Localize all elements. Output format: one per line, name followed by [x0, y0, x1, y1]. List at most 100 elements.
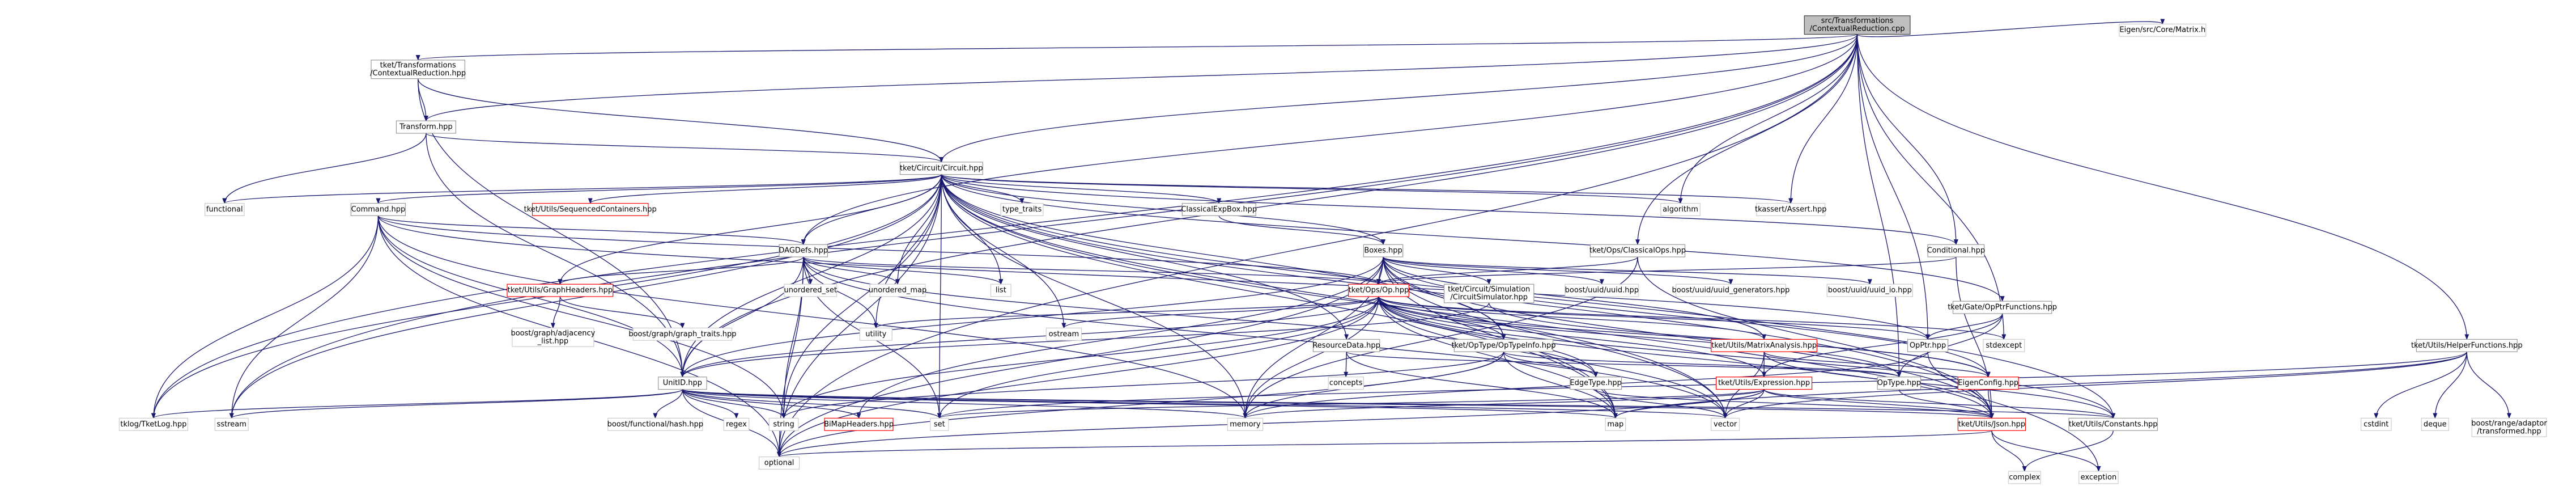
edge-boxes-to-unitid — [680, 257, 1384, 378]
edge-root-to-optype — [1856, 34, 1902, 378]
edge-optypeinfo-to-memory — [1243, 352, 1504, 419]
node-seqcont[interactable]: tket/Utils/SequencedContainers.hpp — [524, 202, 657, 216]
node-optypeinfo[interactable]: tket/OpType/OpTypeInfo.hpp — [1452, 339, 1556, 352]
edge-boxes-to-optional — [777, 257, 1384, 458]
edge-boxes-to-bitmap — [856, 257, 1384, 419]
node-label: tket/OpType/OpTypeInfo.hpp — [1452, 341, 1556, 350]
node-circuit-hpp[interactable]: tket/Circuit/Circuit.hpp — [899, 162, 983, 175]
node-unordered-set: unordered_set — [784, 284, 838, 297]
node-graph-traits: boost/graph/graph_traits.hpp — [628, 327, 736, 341]
node-dagdefs[interactable]: DAGDefs.hpp — [779, 244, 828, 257]
edge-command_hpp-to-opptr — [377, 215, 1930, 340]
edge-op_hpp-to-json — [1378, 296, 1994, 419]
node-label: exception — [2081, 473, 2117, 481]
edge-layer — [151, 19, 2511, 472]
edge-unitid-to-memory — [682, 388, 1248, 419]
node-box — [930, 417, 949, 431]
node-ctxred-hpp[interactable]: tket/Transformations/ContextualReduction… — [370, 60, 466, 79]
edge-root-to-conditional — [1856, 34, 1958, 246]
node-box — [784, 284, 838, 297]
node-label: tket/Utils/MatrixAnalysis.hpp — [1711, 341, 1817, 350]
edge-unitid-to-tklog — [151, 388, 683, 419]
node-matrixanalysis[interactable]: tket/Utils/MatrixAnalysis.hpp — [1711, 339, 1818, 352]
node-label: /ContextualReduction.cpp — [1810, 25, 1905, 33]
node-functionalhash: boost/functional/hash.hpp — [607, 417, 703, 431]
node-opptrfunc[interactable]: tket/Gate/OpPtrFunctions.hpp — [1948, 301, 2057, 314]
node-bitmap[interactable]: BiMapHeaders.hpp — [824, 417, 894, 431]
edge-root-to-transform_hpp — [424, 34, 1858, 122]
node-utility: utility — [859, 327, 892, 341]
node-eigenconfig[interactable]: EigenConfig.hpp — [1957, 377, 2019, 390]
edge-json-to-complex — [1991, 430, 2027, 472]
node-map: map — [1605, 417, 1626, 431]
node-graphheaders[interactable]: tket/Utils/GraphHeaders.hpp — [507, 284, 614, 297]
edge-edgetype-to-vector — [1595, 389, 1728, 419]
node-box — [1348, 284, 1409, 297]
node-classicalops[interactable]: tket/Ops/ClassicalOps.hpp — [1589, 244, 1686, 257]
node-edgetype[interactable]: EdgeType.hpp — [1570, 377, 1622, 390]
node-box — [205, 202, 245, 216]
node-label: DAGDefs.hpp — [779, 247, 828, 255]
node-boxes[interactable]: Boxes.hpp — [1363, 244, 1404, 257]
edge-circuit_hpp-to-functional — [222, 174, 942, 204]
edge-op_hpp-to-opptr — [1378, 296, 1930, 340]
node-resourcedata[interactable]: ResourceData.hpp — [1312, 339, 1380, 352]
node-label: ostream — [1049, 330, 1079, 339]
node-box — [723, 417, 750, 431]
node-box — [1675, 284, 1786, 297]
node-label: tket/Circuit/Circuit.hpp — [900, 164, 983, 172]
node-json[interactable]: tket/Utils/Json.hpp — [1957, 417, 2026, 431]
node-transform-hpp[interactable]: Transform.hpp — [396, 120, 456, 134]
edge-op_hpp-to-stdexcept — [1378, 296, 2007, 340]
node-label: /CircuitSimulator.hpp — [1450, 293, 1528, 302]
node-root[interactable]: src/Transformations/ContextualReduction.… — [1804, 15, 1911, 35]
node-label: EigenConfig.hpp — [1958, 379, 2018, 387]
edge-circuit_hpp-to-vector — [941, 174, 1728, 419]
node-unitid[interactable]: UnitID.hpp — [658, 377, 707, 390]
node-label: utility — [865, 330, 886, 339]
node-label: set — [934, 420, 945, 429]
node-conditional[interactable]: Conditional.hpp — [1927, 244, 1986, 257]
node-label: boost/uuid/uuid.hpp — [1565, 286, 1639, 295]
node-box — [2119, 23, 2207, 37]
node-label: algorithm — [1663, 205, 1698, 214]
edge-root-to-eigen_core — [1856, 19, 2165, 37]
node-box — [1711, 417, 1740, 431]
edge-dagdefs-to-utility — [803, 257, 878, 329]
node-constants[interactable]: tket/Utils/Constants.hpp — [2068, 417, 2158, 431]
node-simulator[interactable]: tket/Circuit/Simulation/CircuitSimulator… — [1443, 284, 1534, 303]
edge-dagdefs-to-unordered_map — [803, 256, 900, 285]
node-helperfunctions[interactable]: tket/Utils/HelperFunctions.hpp — [2411, 339, 2523, 352]
node-box — [2421, 417, 2449, 431]
node-label: tket/Utils/Expression.hpp — [1718, 379, 1810, 387]
node-op-hpp[interactable]: tket/Ops/Op.hpp — [1348, 284, 1409, 297]
edge-matrixanalysis-to-eigenconfig — [1763, 351, 1991, 378]
node-box — [396, 120, 456, 134]
edge-root-to-tkassert — [1788, 34, 1858, 204]
edge-circuit_hpp-to-set — [937, 174, 942, 419]
edge-root-to-unitid — [680, 34, 1858, 378]
node-box — [1983, 339, 2025, 352]
node-label: regex — [726, 420, 747, 429]
edge-graphheaders-to-adjacency — [550, 296, 561, 329]
edge-helperfunctions-to-transformed — [2466, 352, 2511, 419]
node-optype[interactable]: OpType.hpp — [1877, 377, 1922, 390]
node-command-hpp[interactable]: Command.hpp — [350, 202, 406, 216]
node-box — [1045, 327, 1082, 341]
node-box — [1877, 377, 1922, 390]
node-tklog: tklog/TketLog.hpp — [118, 417, 188, 431]
edge-optypeinfo-to-string — [781, 352, 1504, 419]
edge-unitid-to-vector — [682, 388, 1728, 419]
node-label: OpType.hpp — [1877, 379, 1921, 387]
edge-optypeinfo-to-edgetype — [1503, 351, 1599, 378]
node-layer: src/Transformations/ContextualReduction.… — [118, 15, 2547, 484]
node-label: /ContextualReduction.hpp — [370, 69, 466, 78]
edge-op_hpp-to-ostream — [1061, 296, 1379, 329]
edge-expression-to-set — [937, 388, 1765, 419]
node-opptr[interactable]: OpPtr.hpp — [1907, 339, 1949, 352]
node-list: list — [990, 284, 1011, 297]
node-label: tket/Utils/SequencedContainers.hpp — [524, 205, 657, 214]
node-expression[interactable]: tket/Utils/Expression.hpp — [1716, 377, 1813, 390]
node-label: tkassert/Assert.hpp — [1755, 205, 1826, 214]
node-classicalexpbox[interactable]: ClassicalExpBox.hpp — [1181, 202, 1257, 216]
